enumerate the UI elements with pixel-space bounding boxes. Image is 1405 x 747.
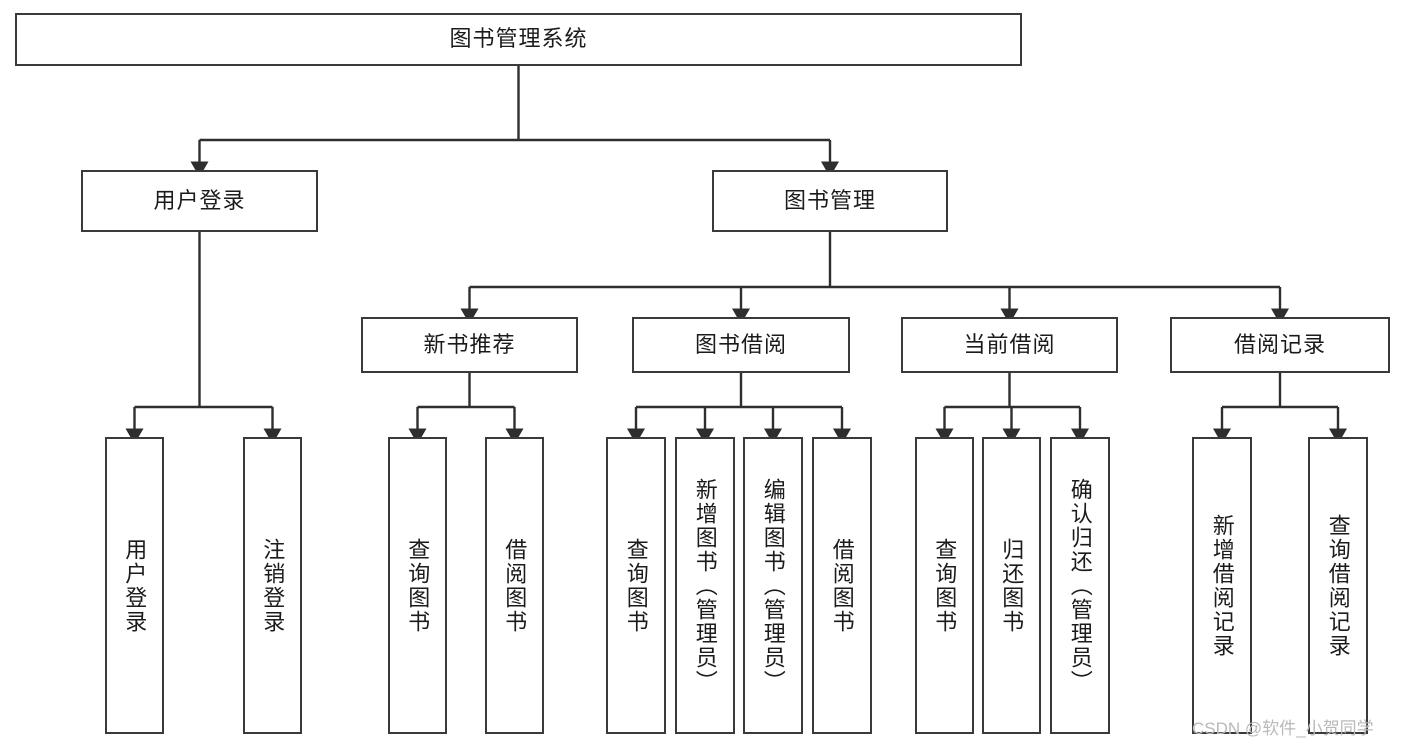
node-label: 借阅图书 bbox=[502, 537, 528, 634]
node-label: 借阅图书 bbox=[829, 537, 855, 634]
csdn-watermark: CSDN @软件_小贺同学 bbox=[1192, 719, 1374, 738]
node-user-login[interactable]: 用户登录 bbox=[81, 170, 318, 232]
node-leaf-return-book[interactable]: 归还图书 bbox=[982, 437, 1041, 734]
node-label: 借阅记录 bbox=[1233, 331, 1326, 357]
node-leaf-query-borrow-record[interactable]: 查询借阅记录 bbox=[1308, 437, 1368, 734]
node-label: 新增借阅记录 bbox=[1209, 513, 1235, 658]
node-label: 图书管理系统 bbox=[449, 26, 588, 52]
node-label: 归还图书 bbox=[999, 537, 1025, 634]
node-label: 确认归还（管理员） bbox=[1067, 477, 1093, 694]
node-label: 查询图书 bbox=[405, 537, 431, 634]
node-label: 查询借阅记录 bbox=[1325, 513, 1351, 658]
node-borrow-record[interactable]: 借阅记录 bbox=[1170, 317, 1390, 373]
node-label: 新增图书（管理员） bbox=[692, 477, 718, 694]
node-leaf-borrow-book-rec[interactable]: 借阅图书 bbox=[485, 437, 544, 734]
node-leaf-add-borrow-record[interactable]: 新增借阅记录 bbox=[1192, 437, 1252, 734]
node-leaf-add-book-admin[interactable]: 新增图书（管理员） bbox=[675, 437, 735, 734]
node-book-borrow[interactable]: 图书借阅 bbox=[632, 317, 850, 373]
node-label: 当前借阅 bbox=[963, 331, 1056, 357]
node-label: 查询图书 bbox=[623, 537, 649, 634]
node-leaf-query-book-current[interactable]: 查询图书 bbox=[915, 437, 974, 734]
node-label: 新书推荐 bbox=[423, 331, 516, 357]
node-leaf-user-login[interactable]: 用户登录 bbox=[105, 437, 164, 734]
node-book-management[interactable]: 图书管理 bbox=[712, 170, 948, 232]
node-root[interactable]: 图书管理系统 bbox=[15, 13, 1022, 66]
node-label: 注销登录 bbox=[260, 537, 286, 634]
node-label: 图书管理 bbox=[783, 187, 876, 213]
node-leaf-query-book-borrow[interactable]: 查询图书 bbox=[606, 437, 666, 734]
node-label: 用户登录 bbox=[153, 187, 246, 213]
node-label: 图书借阅 bbox=[694, 331, 787, 357]
node-current-borrow[interactable]: 当前借阅 bbox=[901, 317, 1118, 373]
node-leaf-borrow-book[interactable]: 借阅图书 bbox=[812, 437, 872, 734]
node-label: 查询图书 bbox=[932, 537, 958, 634]
node-leaf-confirm-return-admin[interactable]: 确认归还（管理员） bbox=[1050, 437, 1110, 734]
node-label: 用户登录 bbox=[122, 537, 148, 634]
node-leaf-query-book-rec[interactable]: 查询图书 bbox=[388, 437, 447, 734]
node-leaf-user-logout[interactable]: 注销登录 bbox=[243, 437, 302, 734]
node-new-book-recommend[interactable]: 新书推荐 bbox=[361, 317, 578, 373]
node-leaf-edit-book-admin[interactable]: 编辑图书（管理员） bbox=[743, 437, 803, 734]
node-label: 编辑图书（管理员） bbox=[760, 477, 786, 694]
